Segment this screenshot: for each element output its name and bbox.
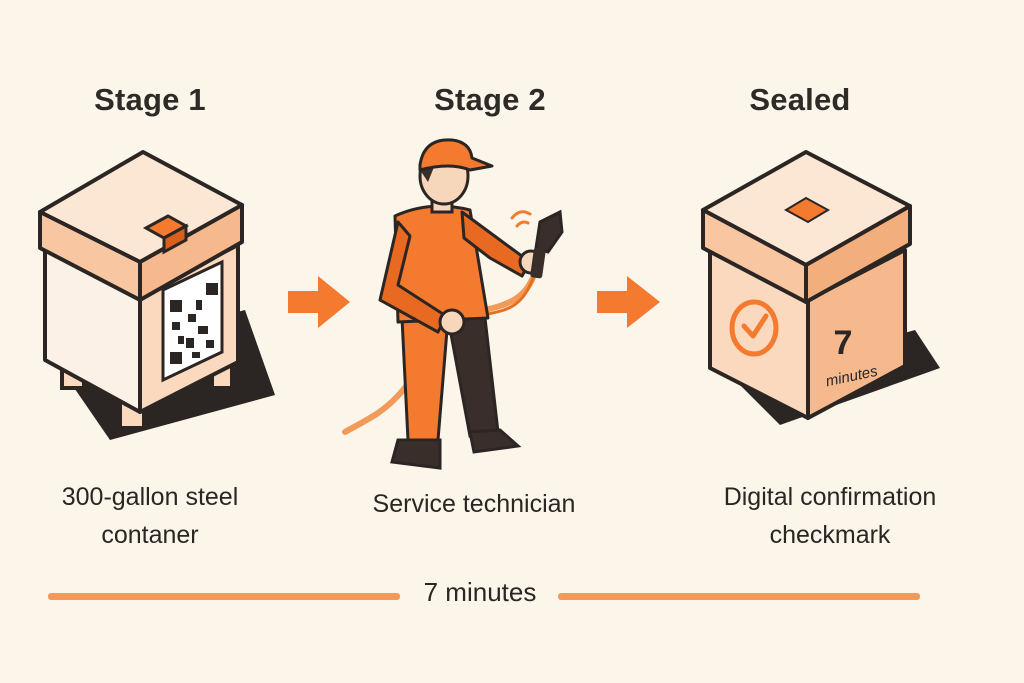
sealed-caption-line2: checkmark xyxy=(769,521,891,549)
sealed-caption: Digital confirmation checkmark xyxy=(680,478,980,554)
stage-2-title: Stage 2 xyxy=(434,82,546,117)
checkmark-clock-icon xyxy=(729,299,779,357)
sealed-box-number: 7 xyxy=(834,324,853,362)
timeline-duration-label: 7 minutes xyxy=(423,577,537,607)
arrow-right-icon xyxy=(288,276,350,328)
stage-2-caption: Service technician xyxy=(324,485,624,523)
scanner-device-icon xyxy=(510,209,564,279)
timeline-bar xyxy=(48,593,920,600)
sealed-box-icon xyxy=(701,150,940,425)
technician-icon xyxy=(342,138,564,470)
stage-1-caption-line1: 300-gallon steel xyxy=(61,483,239,511)
stage-1-title: Stage 1 xyxy=(94,82,206,117)
stage-2-caption-line1: Service technician xyxy=(372,490,576,518)
arrow-right-icon xyxy=(597,276,660,328)
sealed-caption-line1: Digital confirmation xyxy=(723,483,937,511)
steel-container-icon xyxy=(38,150,275,440)
sealed-stage-title: Sealed xyxy=(749,82,851,117)
qr-code-icon xyxy=(161,259,224,383)
stage-1-caption: 300-gallon steel contaner xyxy=(0,478,300,554)
stage-1-caption-line2: contaner xyxy=(101,521,199,549)
